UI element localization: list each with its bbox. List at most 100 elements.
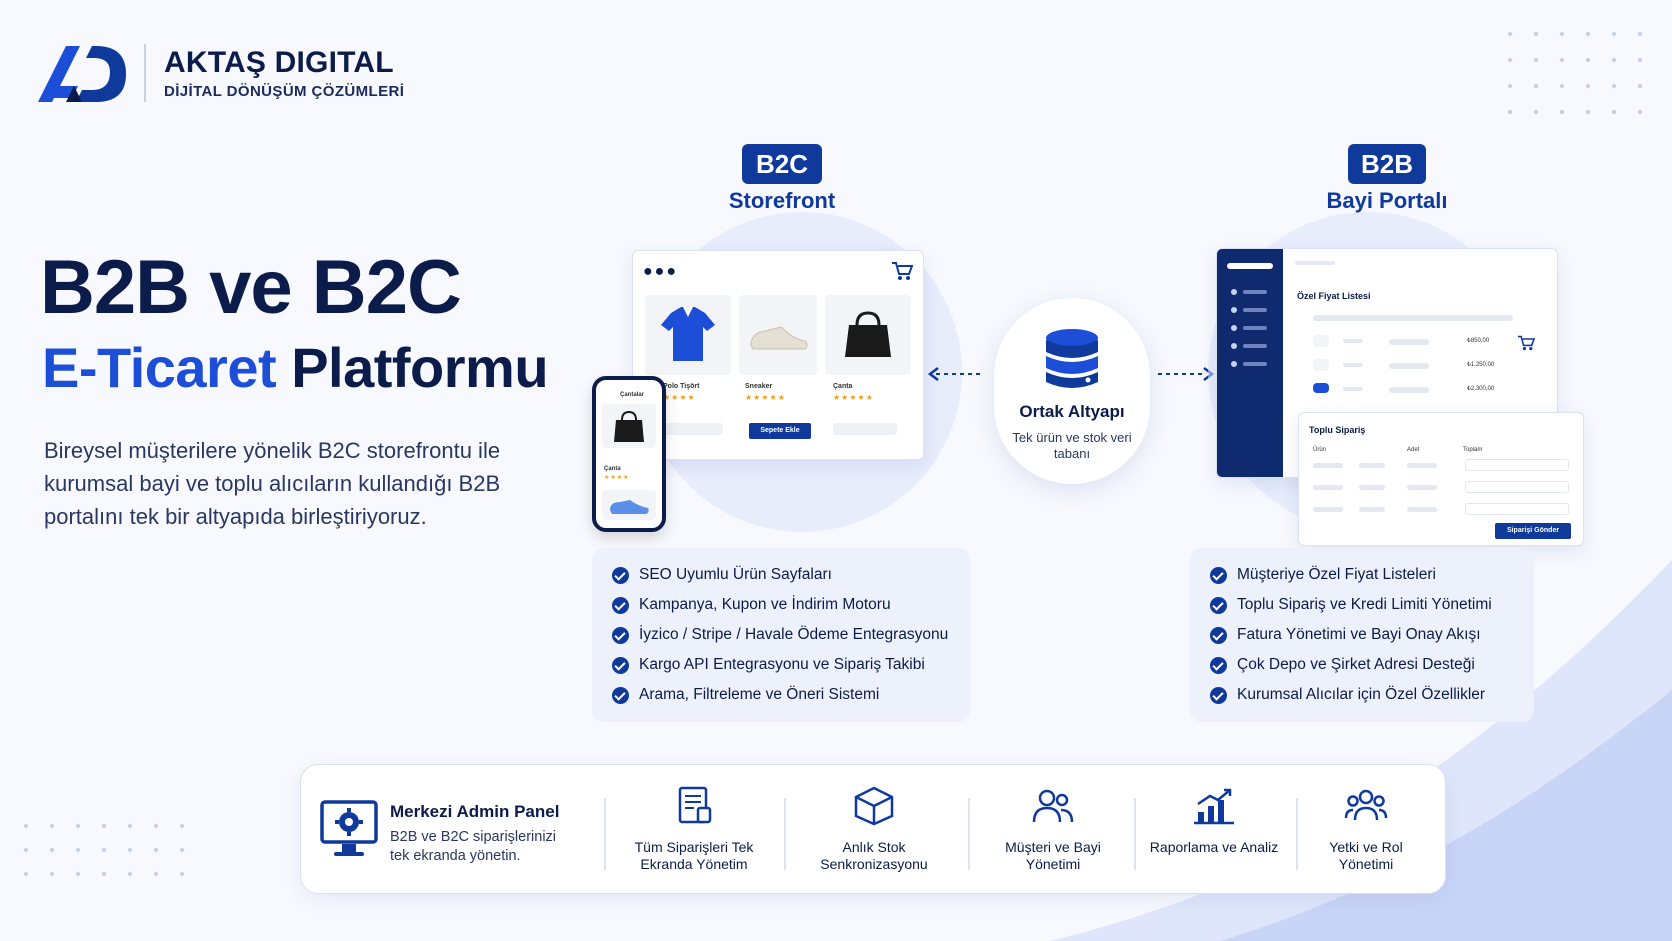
admin-item-label: Yetki ve Rol Yönetimi: [1329, 839, 1403, 872]
hero-description: Bireysel müşterilere yönelik B2C storefr…: [44, 438, 501, 529]
window-dots: ●●●: [643, 263, 678, 280]
bulk-row-bar: [1313, 463, 1343, 468]
portal-breadcrumb: [1295, 261, 1335, 265]
bulk-row-bar: [1313, 507, 1343, 512]
admin-panel-bar: [300, 764, 1446, 894]
brand-name: AKTAŞ DIGITAL: [164, 45, 394, 79]
price-1: ₺850,00: [1467, 338, 1490, 344]
b2c-feature: Kampanya, Kupon ve İndirim Motoru: [612, 590, 970, 620]
product-stars-1: ★★★★: [663, 393, 696, 402]
b2c-storefront-window: ●●● Polo Tişört ★★★★ Sneaker ★★★★★ Çanta…: [632, 250, 924, 460]
phone-product-tile-2[interactable]: [602, 490, 656, 520]
admin-item-roles[interactable]: Yetki ve Rol Yönetimi: [1306, 786, 1426, 873]
product-card-1[interactable]: [645, 295, 731, 375]
hero-title-accent: E-Ticaret: [42, 336, 277, 399]
chart-icon: [1194, 788, 1234, 825]
check-icon: [1210, 566, 1227, 584]
orders-icon: [678, 786, 712, 824]
check-icon: [1210, 596, 1227, 614]
cart-icon[interactable]: [891, 261, 913, 281]
bulk-input[interactable]: [1465, 481, 1569, 493]
send-order-button[interactable]: Siparişi Gönder: [1495, 523, 1571, 539]
logo-divider: [144, 44, 146, 102]
database-icon: [1046, 329, 1098, 388]
hero-title-line2: E-Ticaret Platformu: [42, 336, 549, 400]
admin-item-label: Raporlama ve Analiz: [1149, 839, 1279, 855]
b2c-badge: B2C: [742, 144, 822, 184]
price-row-bar: [1389, 339, 1429, 345]
admin-divider: [604, 798, 606, 870]
check-icon: [1210, 686, 1227, 704]
bulk-col-qty: Adet: [1407, 447, 1420, 453]
phone-product-tile[interactable]: [602, 404, 656, 448]
admin-item-stock[interactable]: Anlık Stok Senkronizasyonu: [794, 786, 954, 873]
check-icon: [612, 656, 629, 674]
bulk-col-product: Ürün: [1313, 447, 1327, 453]
bulk-order-window: Toplu Sipariş Ürün Adet Toplam Siparişi …: [1298, 412, 1584, 546]
box-icon: [854, 786, 894, 826]
b2b-feature: Fatura Yönetimi ve Bayi Onay Akışı: [1210, 620, 1534, 650]
handbag-icon: [614, 410, 644, 442]
admin-item-reports[interactable]: Raporlama ve Analiz: [1144, 786, 1284, 856]
handbag-icon: [845, 311, 891, 357]
bulk-row-bar: [1407, 485, 1437, 490]
admin-item-label: Müşteri ve Bayi Yönetimi: [1005, 839, 1101, 872]
product-stars-3: ★★★★★: [833, 393, 874, 402]
phone-product-name: Çanta: [604, 466, 621, 472]
admin-divider: [1134, 798, 1136, 870]
b2b-feature: Kurumsal Alıcılar için Özel Özellikler: [1210, 680, 1534, 710]
core-title: Ortak Altyapı: [1019, 402, 1125, 421]
product-name-2: Sneaker: [745, 383, 773, 390]
b2b-feature: Müşteriye Özel Fiyat Listeleri: [1210, 560, 1534, 590]
price-row-bar: [1343, 387, 1363, 391]
product-card-2[interactable]: [739, 295, 817, 375]
check-icon: [612, 596, 629, 614]
polo-shirt-icon: [661, 307, 715, 361]
placeholder-button: [833, 423, 897, 435]
check-icon: [612, 686, 629, 704]
admin-item-label: Anlık Stok Senkronizasyonu: [820, 839, 928, 872]
admin-divider: [968, 798, 970, 870]
b2c-feature: Kargo API Entegrasyonu ve Sipariş Takibi: [612, 650, 970, 680]
price-list-header: [1313, 315, 1513, 321]
b2b-feature: Toplu Sipariş ve Kredi Limiti Yönetimi: [1210, 590, 1534, 620]
arrow-left: [928, 367, 984, 381]
price-3: ₺2.300,00: [1467, 386, 1495, 392]
bulk-row-bar: [1313, 485, 1343, 490]
b2c-feature-list: SEO Uyumlu Ürün Sayfaları Kampanya, Kupo…: [592, 548, 970, 722]
bulk-input[interactable]: [1465, 503, 1569, 515]
price-row-bar: [1343, 363, 1363, 367]
add-to-cart-button[interactable]: Sepete Ekle: [749, 423, 811, 439]
hero-title-rest: Platformu: [291, 336, 549, 399]
bulk-row-bar: [1359, 463, 1385, 468]
b2c-feature: Arama, Filtreleme ve Öneri Sistemi: [612, 680, 970, 710]
admin-title: Merkezi Admin Panel: [390, 802, 560, 821]
check-icon: [612, 626, 629, 644]
product-name-3: Çanta: [833, 383, 853, 390]
b2c-subtitle: Storefront: [728, 188, 836, 213]
admin-subtitle: B2B ve B2C siparişlerinizi tek ekranda y…: [390, 829, 557, 864]
roles-icon: [1344, 789, 1388, 821]
decor-dots-bottom-left: [24, 824, 184, 876]
bulk-input[interactable]: [1465, 459, 1569, 471]
check-icon: [1210, 656, 1227, 674]
brand-tagline: DİJİTAL DÖNÜŞÜM ÇÖZÜMLERİ: [164, 82, 405, 100]
decor-dots-top-right: [1508, 32, 1642, 114]
price-row-thumb: [1313, 335, 1329, 347]
users-icon: [1032, 789, 1074, 823]
b2b-feature: Çok Depo ve Şirket Adresi Desteği: [1210, 650, 1534, 680]
portal-sidebar: [1217, 249, 1283, 477]
b2b-badge: B2B: [1348, 144, 1426, 184]
product-card-3[interactable]: [825, 295, 911, 375]
price-row-thumb: [1313, 359, 1329, 371]
admin-item-label: Tüm Siparişleri Tek Ekranda Yönetim: [634, 839, 754, 872]
sneaker-icon: [750, 326, 808, 350]
admin-item-orders[interactable]: Tüm Siparişleri Tek Ekranda Yönetim: [614, 786, 774, 873]
admin-item-customers[interactable]: Müşteri ve Bayi Yönetimi: [978, 786, 1128, 873]
price-row-bar: [1389, 363, 1429, 369]
hero-title-line1: B2B ve B2C: [40, 245, 462, 330]
phone-category-title: Çantalar: [620, 392, 645, 398]
b2b-subtitle: Bayi Portalı: [1326, 188, 1448, 213]
bulk-col-total: Toplam: [1463, 447, 1483, 453]
cart-icon[interactable]: [1517, 335, 1535, 351]
